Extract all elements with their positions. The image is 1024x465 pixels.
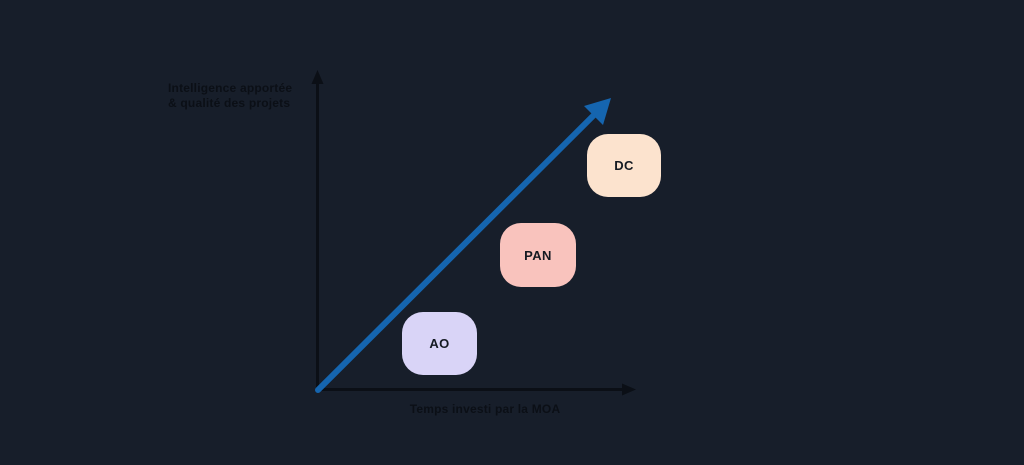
box-dc: DC bbox=[587, 134, 661, 197]
y-axis-label-line2: & qualité des projets bbox=[168, 96, 291, 110]
trend-arrow bbox=[315, 109, 600, 393]
box-pan: PAN bbox=[500, 223, 576, 287]
x-axis-label: Temps investi par la MOA bbox=[409, 402, 561, 416]
y-axis-arrowhead-icon bbox=[311, 70, 324, 84]
x-axis-arrowhead-icon bbox=[622, 383, 636, 396]
y-axis-label-line1: Intelligence apportée bbox=[168, 81, 293, 95]
trend-arrowhead-icon bbox=[584, 98, 611, 125]
box-ao: AO bbox=[402, 312, 477, 375]
y-axis-label: Intelligence apportée & qualité des proj… bbox=[168, 81, 328, 111]
box-dc-label: DC bbox=[614, 158, 634, 173]
box-pan-label: PAN bbox=[524, 247, 552, 263]
box-ao-label: AO bbox=[429, 336, 450, 351]
